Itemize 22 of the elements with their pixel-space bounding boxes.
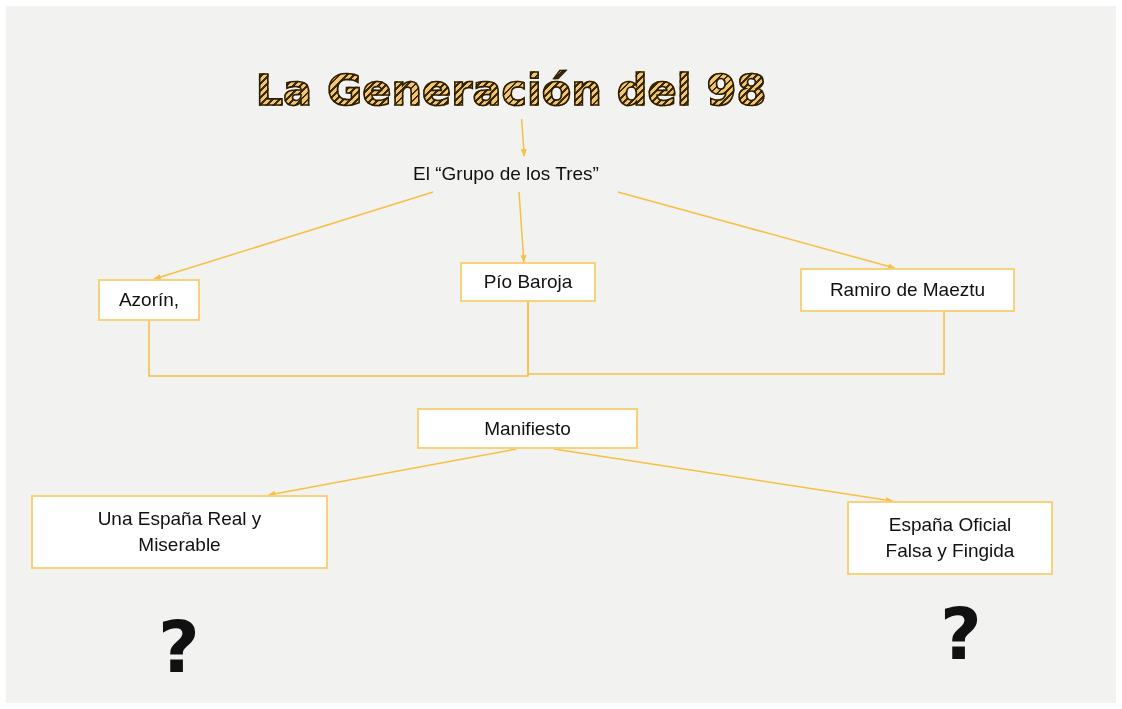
author-box [800, 268, 1015, 312]
concept-box [847, 501, 1053, 575]
author-box [98, 279, 200, 321]
box-text: Pío Baroja [483, 270, 573, 295]
arrow [617, 191, 896, 270]
arrow [153, 191, 434, 280]
group-heading: El “Grupo de los Tres” [413, 162, 599, 187]
box-text: Ramiro de Maeztu [829, 278, 986, 303]
arrow [553, 448, 894, 503]
box-text: Azorín, [118, 288, 180, 313]
arrow [267, 448, 518, 497]
box-text: Una España Real y Miserable [96, 507, 263, 557]
question-mark: ? [940, 598, 982, 670]
box-text: Manifiesto [484, 416, 571, 441]
arrow [520, 118, 527, 157]
box-text: España Oficial Falsa y Fingida [884, 513, 1016, 563]
concept-box [417, 408, 638, 449]
arrow [518, 191, 527, 263]
author-box [460, 262, 596, 302]
concept-box [31, 495, 328, 569]
question-mark: ? [158, 611, 200, 683]
bracket-connector [527, 301, 945, 375]
